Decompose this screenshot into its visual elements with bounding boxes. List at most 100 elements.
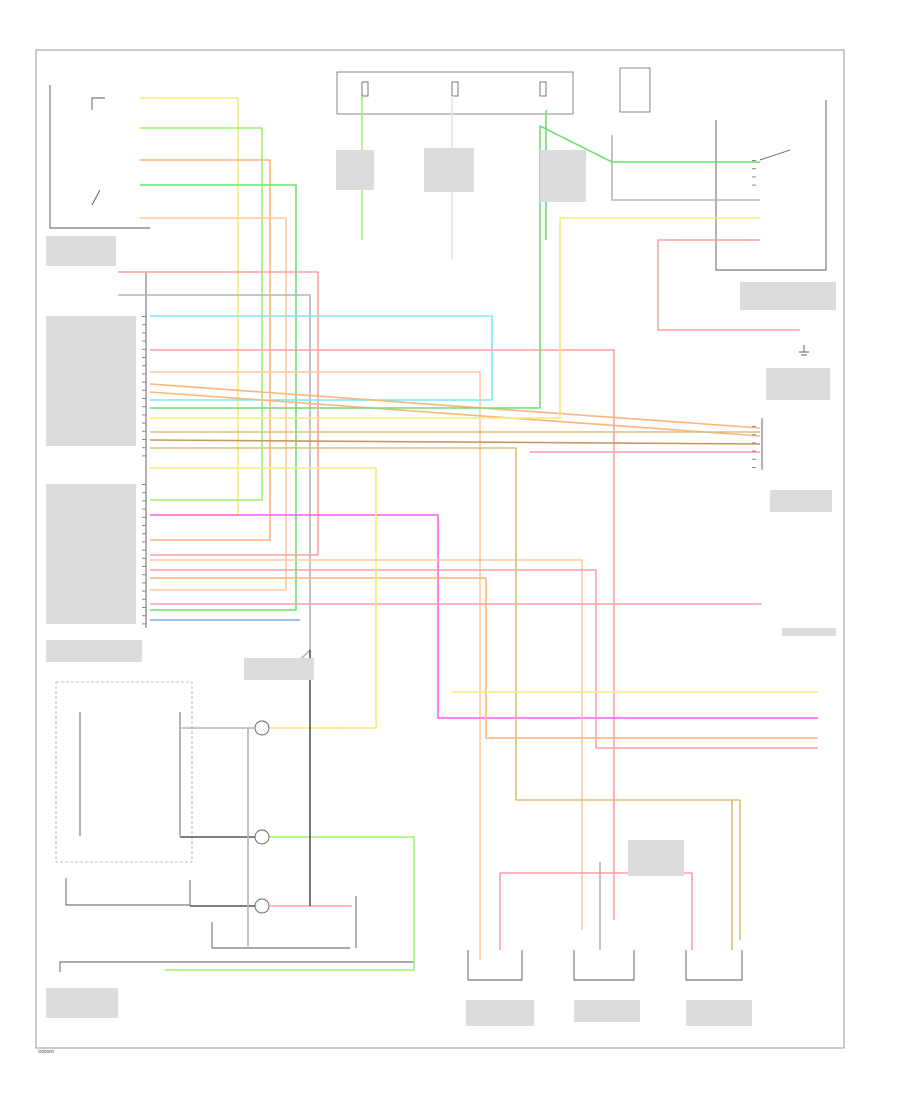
module-upper-pin bbox=[142, 422, 146, 424]
wire-res-out-2 bbox=[165, 836, 415, 971]
module-lower-pin bbox=[142, 566, 146, 567]
wire-orange-lower bbox=[150, 577, 818, 739]
blower-sensor-pin bbox=[752, 458, 756, 460]
module-upper-pin bbox=[142, 430, 146, 432]
module-upper-pin bbox=[142, 357, 146, 358]
label-fuse-2 bbox=[424, 148, 474, 192]
label-resistor-block bbox=[244, 658, 314, 680]
module-upper-pin bbox=[142, 332, 146, 334]
module-upper-pin bbox=[142, 398, 146, 399]
module-lower-pin bbox=[142, 525, 146, 526]
wire-red-lower bbox=[150, 569, 818, 749]
relay-pin bbox=[752, 168, 756, 170]
footer-code: G00000 bbox=[38, 1049, 55, 1054]
wire-cyan-long bbox=[150, 315, 493, 401]
wire-tan-low bbox=[150, 447, 741, 940]
blower-relay-switch bbox=[759, 149, 791, 161]
relay-pin bbox=[752, 176, 756, 178]
connector-pins bbox=[142, 160, 756, 625]
module-lower-pin bbox=[142, 500, 146, 502]
module-upper-pin bbox=[142, 381, 146, 383]
wire-actuator-peach bbox=[140, 217, 287, 591]
module-upper-pin bbox=[142, 340, 146, 342]
module-lower-pin bbox=[142, 492, 146, 494]
label-sensor-1 bbox=[466, 1000, 534, 1026]
label-fuse-1 bbox=[336, 150, 374, 190]
component-labels bbox=[46, 148, 836, 1026]
module-lower-pin bbox=[142, 582, 146, 584]
module-lower-pin bbox=[142, 615, 146, 617]
fuse-3-icon bbox=[539, 81, 547, 97]
module-upper-pin bbox=[142, 316, 146, 317]
module-lower-pin bbox=[142, 549, 146, 551]
wire-sensor3-pink bbox=[630, 872, 693, 950]
blend-module-box bbox=[211, 922, 350, 949]
label-module-upper-pins bbox=[46, 316, 136, 446]
module-lower-pin bbox=[142, 516, 146, 518]
label-bottom-connector bbox=[628, 840, 684, 876]
wire-orange-1 bbox=[149, 383, 761, 429]
resistor-2-icon bbox=[254, 829, 270, 845]
blower-relay-box bbox=[715, 100, 827, 271]
blend-door-actuator-box bbox=[49, 85, 150, 229]
wire-orange-2 bbox=[149, 391, 761, 437]
module-upper-pin bbox=[142, 455, 146, 457]
control-switch-box bbox=[55, 681, 193, 863]
relay-pin bbox=[752, 184, 756, 186]
module-lower-pin bbox=[142, 607, 146, 608]
label-blend-door-actuator bbox=[46, 236, 116, 266]
label-fuse-3 bbox=[540, 150, 586, 202]
wire-pink-long bbox=[150, 349, 615, 920]
label-module-lower-pins bbox=[46, 484, 136, 624]
blower-sensor-pin bbox=[752, 450, 756, 452]
sensor-3-box bbox=[685, 950, 743, 981]
wire-sensor1-pink bbox=[499, 872, 630, 950]
module-upper-pin bbox=[142, 348, 146, 350]
module-lower-pin bbox=[142, 590, 146, 592]
module-lower-pin bbox=[142, 623, 146, 625]
fuse-1-icon bbox=[361, 81, 369, 97]
module-lower-pin bbox=[142, 508, 146, 510]
label-blower-relay bbox=[740, 282, 836, 310]
module-upper-pin bbox=[142, 406, 146, 408]
module-upper-pin bbox=[142, 389, 146, 391]
label-speed-sensor bbox=[782, 628, 836, 636]
module-upper-pin bbox=[142, 414, 146, 416]
relay-pin bbox=[752, 160, 756, 161]
module-upper-pin bbox=[142, 365, 146, 367]
label-sensor-3 bbox=[686, 1000, 752, 1026]
module-lower-pin bbox=[142, 484, 146, 485]
module-upper-pin bbox=[142, 447, 146, 449]
label-evap-sensor bbox=[766, 368, 830, 400]
actuator-switch-top bbox=[91, 97, 105, 110]
blower-sensor-pin bbox=[752, 434, 756, 436]
sensor-1-box bbox=[467, 950, 523, 981]
module-lower-pin bbox=[142, 574, 146, 576]
module-lower-pin bbox=[142, 533, 146, 535]
wire-peach-long bbox=[150, 371, 481, 960]
resistor-1-icon bbox=[254, 720, 270, 736]
module-lower-pin bbox=[142, 541, 146, 543]
wire-actuator-green bbox=[140, 184, 297, 611]
wire-brown-long bbox=[149, 439, 761, 445]
wire-layer bbox=[118, 96, 818, 971]
module-upper-pin bbox=[142, 373, 146, 375]
blower-sensor-pin bbox=[752, 467, 756, 468]
label-ac-control-module bbox=[46, 640, 142, 662]
wire-pink-lower bbox=[150, 514, 818, 719]
switch-contacts bbox=[79, 712, 181, 836]
label-speed-control-switch bbox=[46, 988, 118, 1018]
module-upper-pin bbox=[142, 439, 146, 440]
label-sensor-2 bbox=[574, 1000, 640, 1022]
module-lower-pin bbox=[142, 557, 146, 559]
wire-module-red-top bbox=[118, 271, 319, 556]
sensor-2-box bbox=[573, 950, 635, 981]
actuator-switch-bottom bbox=[91, 189, 101, 206]
blower-sensor-pin bbox=[752, 426, 756, 427]
module-upper-pin bbox=[142, 324, 146, 326]
recirc-switch-box bbox=[65, 878, 191, 906]
wire-peach-lower bbox=[150, 559, 583, 930]
fuse-panel-box bbox=[336, 71, 574, 115]
label-blower-speed-sensor bbox=[770, 490, 832, 512]
